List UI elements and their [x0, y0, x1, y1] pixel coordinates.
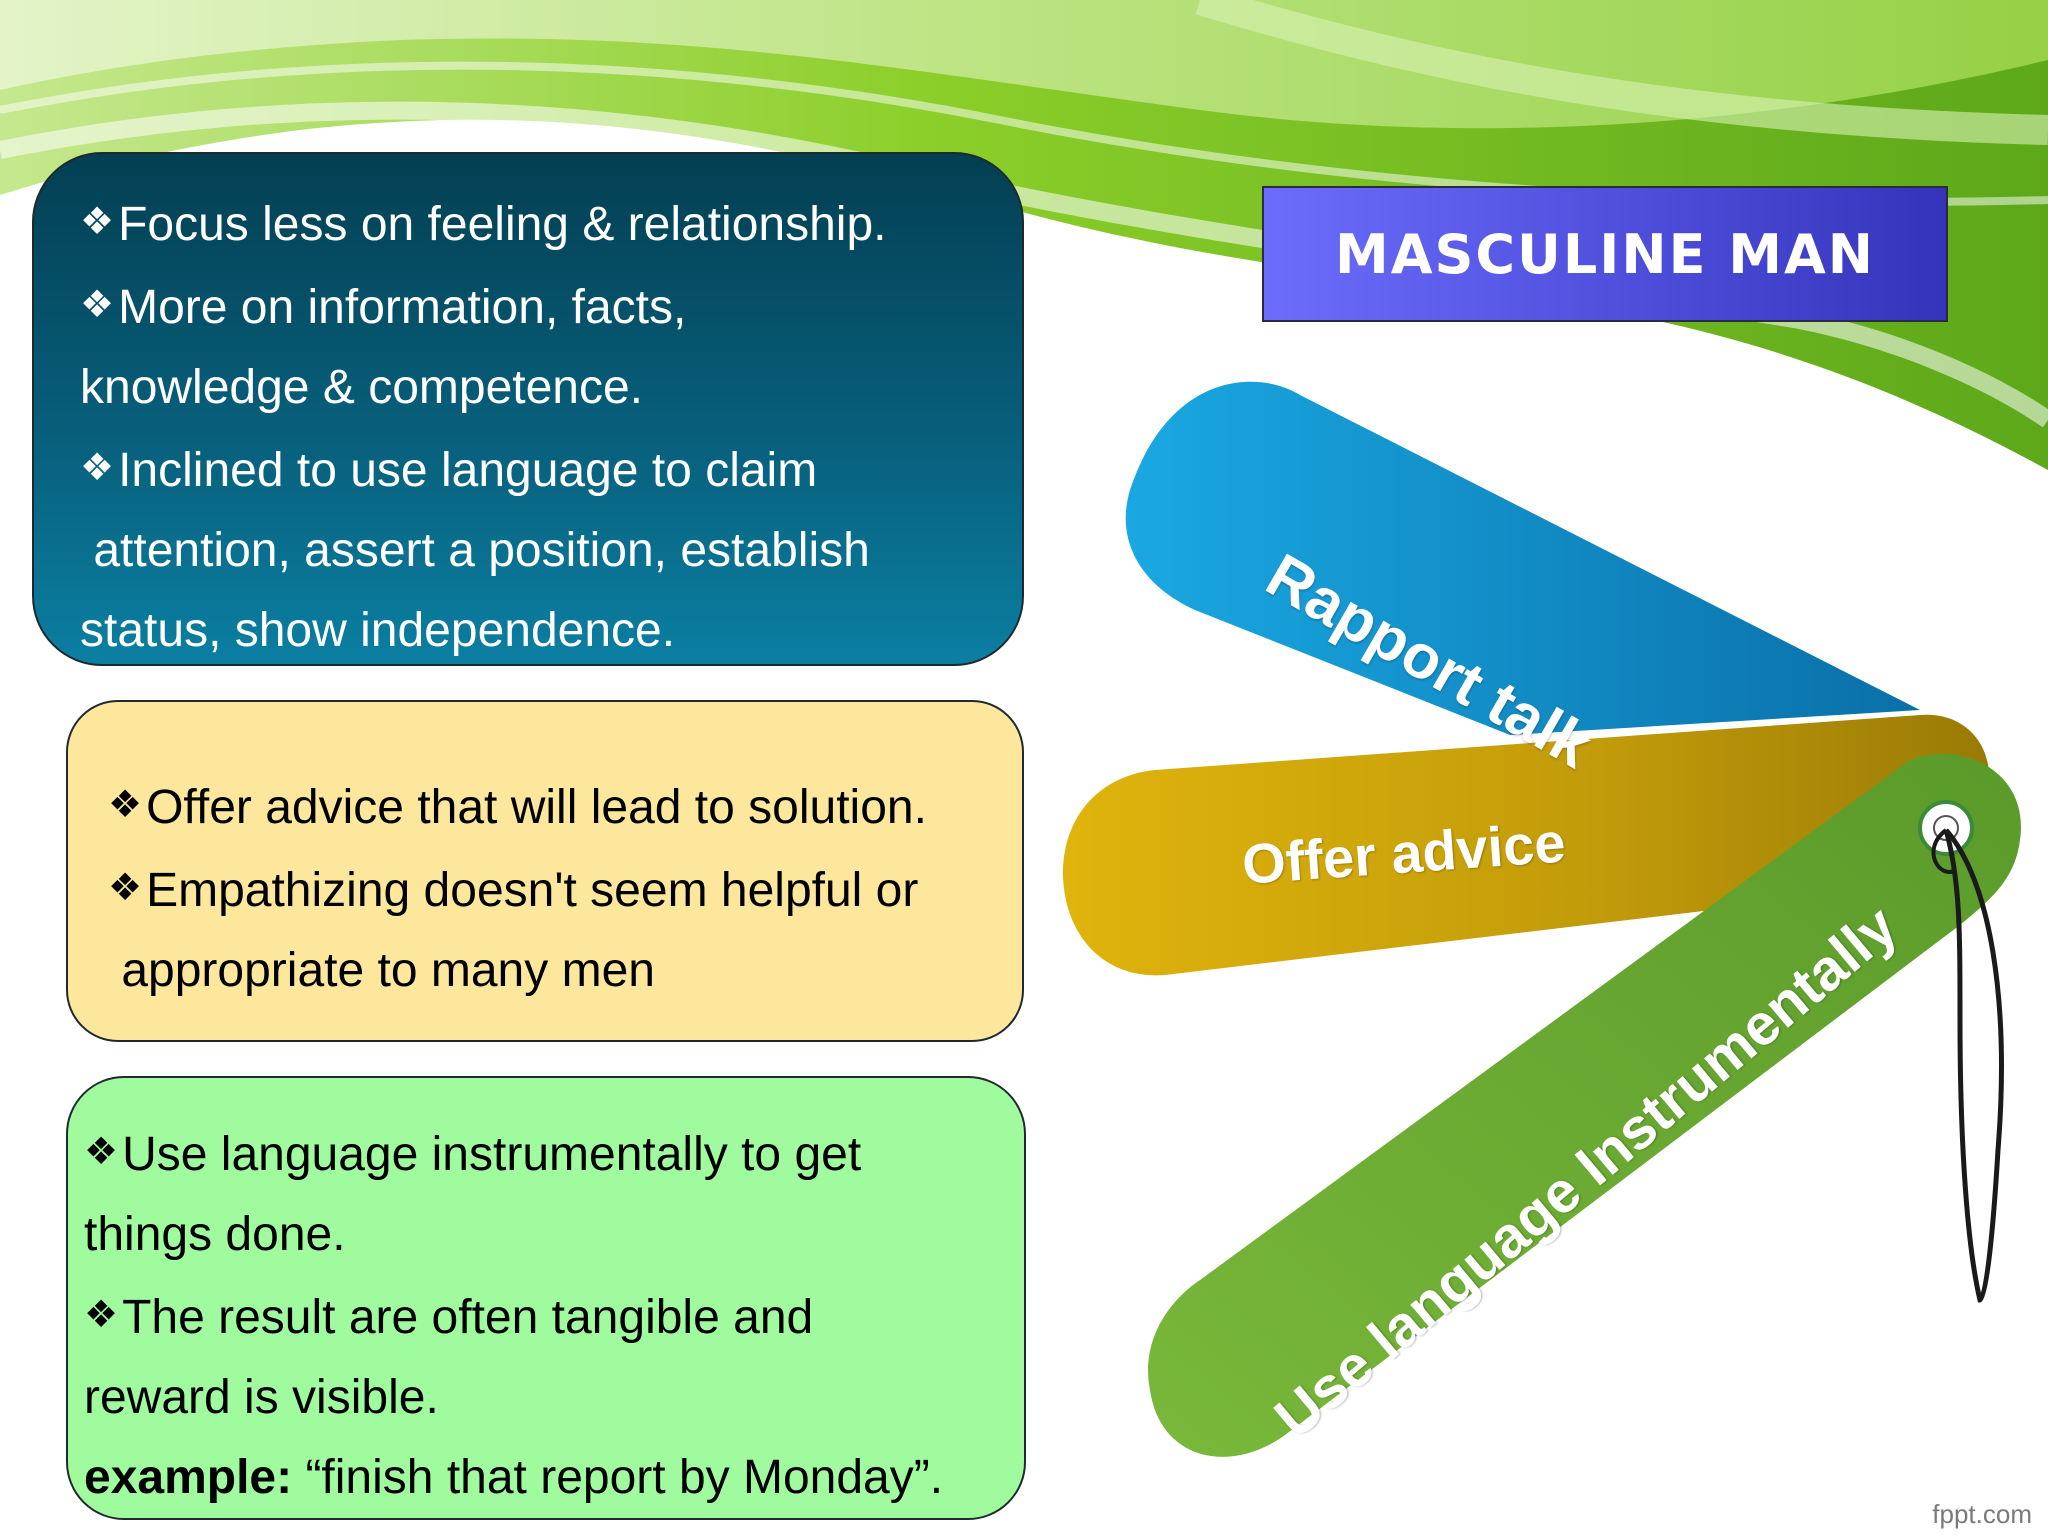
- box1-line-5: attention, assert a position, establish: [80, 524, 870, 577]
- box1-line-1: ❖Focus less on feeling & relationship.: [80, 198, 887, 251]
- box3-line-2: things done.: [84, 1208, 346, 1261]
- instrumental-language-box: ❖Use language instrumentally to get thin…: [66, 1076, 1026, 1520]
- box2-line-3: appropriate to many men: [108, 944, 655, 997]
- box1-line-2: ❖More on information, facts,: [80, 281, 687, 334]
- advice-box: ❖Offer advice that will lead to solution…: [66, 700, 1024, 1042]
- bullet-icon: ❖: [80, 284, 115, 326]
- tag-use-language: [1148, 753, 2021, 1457]
- bullet-icon: ❖: [108, 867, 143, 909]
- tag-rapport-talk: [1125, 381, 1920, 735]
- bullet-icon: ❖: [80, 447, 115, 489]
- bullet-icon: ❖: [108, 784, 143, 826]
- example-label: example:: [84, 1451, 293, 1504]
- box3-line-4: reward is visible.: [84, 1371, 439, 1424]
- box2-line-2: ❖Empathizing doesn't seem helpful or: [108, 864, 919, 917]
- box3-example-line: example: “finish that report by Monday”.: [84, 1438, 1024, 1518]
- bullet-icon: ❖: [84, 1294, 119, 1336]
- bullet-icon: ❖: [84, 1131, 119, 1173]
- information-focus-box: ❖Focus less on feeling & relationship. ❖…: [32, 152, 1024, 666]
- box1-line-6: status, show independence.: [80, 604, 676, 657]
- title-banner: MASCULINE MAN: [1262, 186, 1948, 322]
- box1-line-3: knowledge & competence.: [80, 361, 644, 414]
- tag-hole-icon: [1918, 800, 1974, 856]
- example-text: “finish that report by Monday”.: [292, 1451, 944, 1504]
- box1-line-4: ❖Inclined to use language to claim: [80, 444, 818, 497]
- watermark: fppt.com: [1932, 1499, 2032, 1529]
- string-loop-icon: [1931, 828, 2004, 1303]
- page-title: MASCULINE MAN: [1334, 222, 1875, 286]
- bullet-icon: ❖: [80, 201, 115, 243]
- box3-line-1: ❖Use language instrumentally to get: [84, 1128, 862, 1181]
- box2-line-1: ❖Offer advice that will lead to solution…: [108, 781, 927, 834]
- tag-offer-advice: [1062, 714, 1990, 976]
- box3-line-3: ❖The result are often tangible and: [84, 1291, 814, 1344]
